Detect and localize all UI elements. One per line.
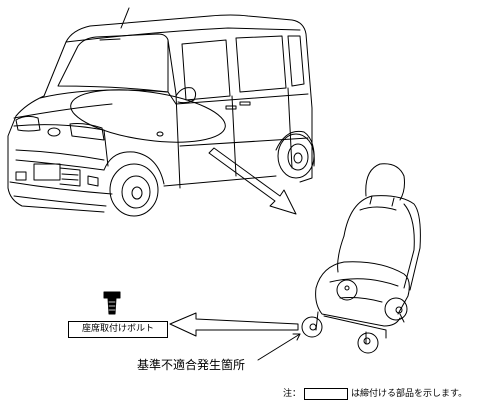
note-legend-box (304, 388, 349, 400)
failure-location-label: 基準不適合発生箇所 (137, 358, 246, 372)
note-suffix: は締付ける部品を示します。 (351, 389, 468, 399)
callout-arrow-to-seat (208, 147, 297, 215)
legend-note: 注： は締付ける部品を示します。 (283, 386, 467, 402)
bolt-icon (103, 291, 121, 315)
bolt-label: 座席取付けボルト (68, 321, 168, 338)
seat-illustration (301, 163, 421, 354)
failure-pointer-arrow (257, 333, 301, 361)
vehicle-illustration (7, 7, 315, 217)
note-prefix: 注： (283, 389, 302, 399)
callout-arrow-to-bolt-label (169, 312, 299, 337)
